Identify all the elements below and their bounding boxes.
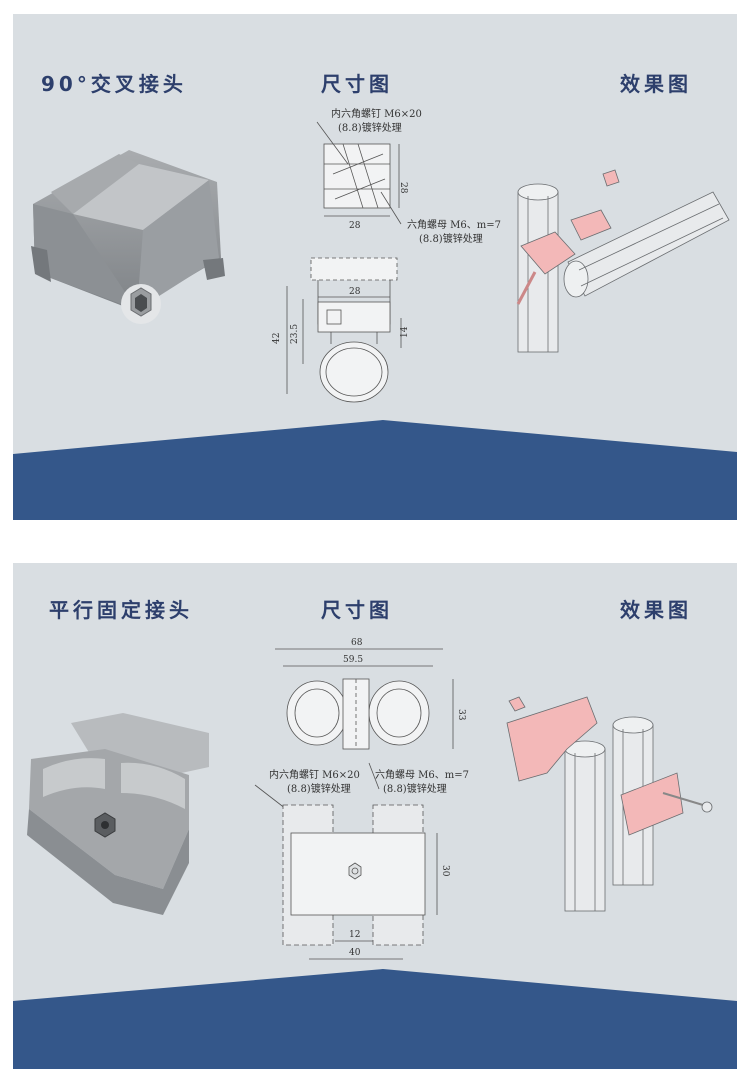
blue-band — [13, 420, 737, 520]
blue-band — [13, 969, 737, 1069]
dimension-title: 尺寸图 — [321, 72, 393, 96]
parallel-joint-dimension-drawing: 内六角螺钉 M6×20 (8.8)镀锌处理 六角螺母 M6、m=7 (8.8)镀… — [254, 638, 469, 960]
dim-label: 33 — [456, 709, 466, 721]
dim-label: 68 — [351, 638, 363, 648]
parallel-joint-effect-drawing — [506, 696, 713, 912]
effect-title: 效果图 — [620, 598, 692, 622]
section-parallel-joint: 平行固定接头 尺寸图 效果图 — [13, 563, 737, 1069]
screw-callout-line2: (8.8)镀锌处理 — [287, 782, 351, 795]
nut-callout-line2: (8.8)镀锌处理 — [419, 232, 483, 245]
dim-label: 28 — [398, 182, 408, 194]
dim-label: 30 — [440, 865, 450, 877]
dim-label: 28 — [349, 287, 361, 297]
screw-callout-line1: 内六角螺钉 M6×20 — [269, 768, 360, 781]
dim-label: 14 — [400, 326, 410, 338]
dim-label: 42 — [272, 333, 282, 344]
cross-joint-dimension-drawing: 内六角螺钉 M6×20 (8.8)镀锌处理 六角螺母 M6、m=7 (8.8)镀… — [272, 107, 501, 403]
screw-callout-line1: 内六角螺钉 M6×20 — [331, 107, 422, 120]
dim-label: 59.5 — [343, 655, 363, 665]
product-title: 平行固定接头 — [49, 598, 193, 622]
product-title: 90°交叉接头 — [41, 72, 187, 96]
dim-label: 23.5 — [290, 324, 300, 344]
dim-label: 40 — [349, 948, 361, 958]
nut-callout-line2: (8.8)镀锌处理 — [383, 782, 447, 795]
dim-label: 28 — [349, 221, 361, 231]
dimension-title: 尺寸图 — [321, 598, 393, 622]
screw-callout-line2: (8.8)镀锌处理 — [338, 121, 402, 134]
parallel-joint-photo — [27, 713, 209, 915]
effect-title: 效果图 — [620, 72, 692, 96]
cross-joint-effect-drawing — [516, 169, 730, 353]
nut-callout-line1: 六角螺母 M6、m=7 — [375, 769, 469, 781]
nut-callout-line1: 六角螺母 M6、m=7 — [407, 219, 501, 231]
cross-joint-photo — [31, 150, 225, 324]
dim-label: 12 — [349, 930, 360, 940]
section-cross-joint: 90°交叉接头 尺寸图 效果图 — [13, 14, 737, 520]
